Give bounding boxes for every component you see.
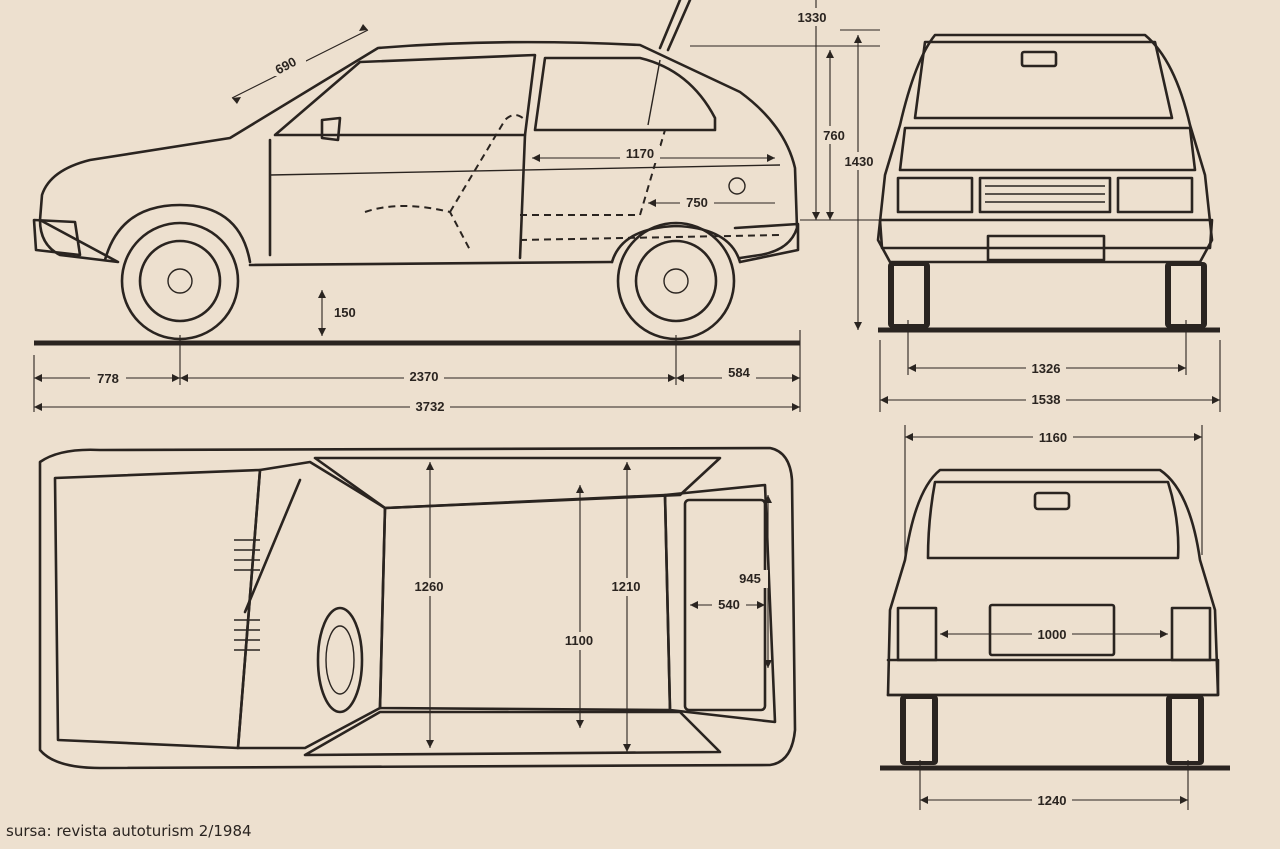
side-front-wheel [103, 203, 252, 341]
top-body-outline [38, 446, 797, 770]
top-windshield [236, 460, 387, 750]
dim-body-width: 1160 [1039, 430, 1067, 445]
source-caption: sursa: revista autoturism 2/1984 [6, 822, 252, 840]
rear-light-left [896, 606, 938, 662]
front-view [876, 33, 1221, 412]
dimension-arrows [34, 24, 1220, 804]
front-headlight-left [896, 176, 974, 214]
side-door [268, 133, 527, 260]
side-rear-bumper [733, 222, 800, 264]
dim-rear-overhang: 584 [728, 365, 750, 380]
dim-glass-height: 760 [823, 128, 845, 143]
dim-interior-length: 1170 [626, 146, 654, 161]
dim-rear-inner: 1100 [565, 633, 593, 648]
side-rear-wheel [610, 221, 742, 341]
top-view [38, 446, 797, 770]
side-window-rear [533, 56, 717, 132]
front-bumper [878, 218, 1214, 250]
rear-window [926, 480, 1180, 560]
dimension-labels: 690 1330 760 1430 1170 750 150 778 2370 … [90, 8, 1073, 808]
front-body-outline [876, 33, 1214, 264]
dim-boot-length: 540 [718, 597, 740, 612]
antenna [658, 0, 692, 52]
dim-roof-width: 1210 [612, 579, 641, 594]
side-window-front [273, 53, 537, 137]
top-rear-glass [663, 483, 777, 724]
rear-mirror [1033, 491, 1071, 511]
dim-front-width: 1260 [415, 579, 444, 594]
dim-wheelbase: 2370 [410, 369, 439, 384]
top-hood [53, 468, 262, 750]
wiper [243, 478, 302, 614]
dim-length: 3732 [416, 399, 445, 414]
dim-track: 1326 [1032, 361, 1061, 376]
dim-rear-seat: 750 [686, 195, 708, 210]
rear-light-right [1170, 606, 1212, 662]
rear-view [880, 425, 1230, 810]
dim-rear-track: 1240 [1038, 793, 1067, 808]
side-front-bumper [32, 218, 82, 257]
seat-outline-rear [519, 129, 781, 241]
dim-boot-width: 945 [739, 571, 761, 586]
fuel-cap [728, 177, 746, 195]
seat-outline-front [364, 114, 526, 251]
front-hood [898, 126, 1197, 172]
dim-front-overhang: 778 [97, 371, 119, 386]
steering-wheel [316, 606, 364, 714]
rear-plate [988, 603, 1116, 657]
dim-total-height: 1430 [845, 154, 874, 169]
side-body-outline [38, 40, 799, 267]
dim-width: 1538 [1032, 392, 1061, 407]
top-side-window-r [303, 710, 722, 757]
side-mirror [320, 116, 342, 142]
rear-bumper [886, 658, 1220, 697]
side-view [32, 0, 880, 412]
front-headlight-right [1116, 176, 1194, 214]
top-side-window-l [313, 456, 722, 510]
front-windshield [913, 40, 1174, 120]
dim-height: 1330 [798, 10, 827, 25]
dim-plate-width: 1000 [1038, 627, 1067, 642]
rearview-mirror [1020, 50, 1058, 68]
air-vents [234, 539, 260, 651]
dim-ground-clearance: 150 [334, 305, 356, 320]
front-plate [986, 234, 1106, 262]
front-grille [978, 176, 1112, 214]
